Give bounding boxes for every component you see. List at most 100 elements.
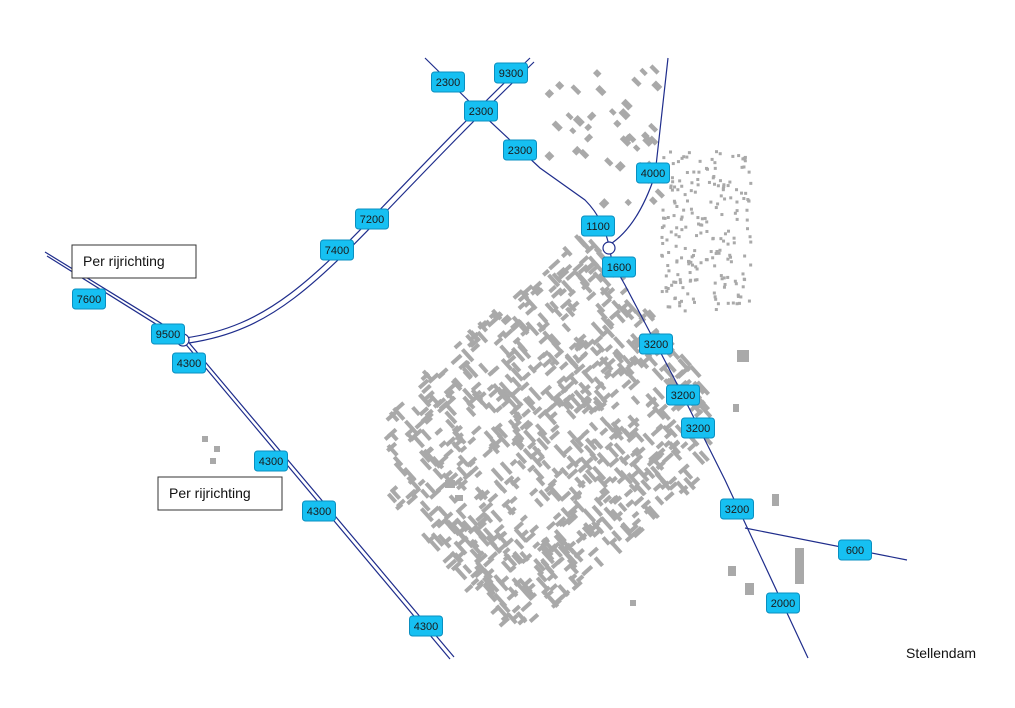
building [513, 538, 525, 550]
building [532, 467, 545, 481]
building [453, 565, 468, 581]
building [624, 365, 635, 376]
building [576, 235, 591, 251]
building [661, 241, 665, 245]
building [425, 412, 434, 420]
building [470, 381, 482, 392]
building [493, 336, 504, 346]
traffic-label-box [151, 323, 185, 345]
building [740, 165, 744, 169]
building [592, 438, 602, 449]
building [693, 249, 697, 253]
traffic-label: 9300 [494, 62, 528, 84]
building [576, 272, 590, 287]
building [716, 184, 720, 188]
traffic-label: 7400 [320, 239, 354, 261]
building [583, 133, 594, 143]
traffic-label: 1600 [602, 256, 636, 278]
building [601, 324, 616, 339]
building [496, 542, 508, 554]
building [523, 421, 534, 431]
building [680, 228, 684, 232]
building [482, 527, 495, 540]
building [721, 188, 725, 192]
building [711, 237, 715, 241]
building [569, 489, 583, 502]
building [722, 276, 726, 280]
building [591, 335, 604, 346]
building [693, 300, 697, 304]
building [470, 342, 481, 353]
traffic-label-value: 9500 [156, 329, 180, 341]
building [631, 76, 642, 87]
building [689, 260, 693, 264]
traffic-label-value: 3200 [671, 390, 695, 402]
building [448, 472, 459, 482]
building [552, 512, 562, 521]
building [603, 371, 613, 380]
building [747, 299, 751, 303]
building [436, 505, 447, 516]
building [470, 577, 480, 587]
building [467, 459, 476, 468]
building [665, 238, 669, 242]
traffic-label-value: 2300 [469, 106, 493, 118]
building [432, 467, 445, 480]
building [735, 302, 739, 306]
building [649, 64, 660, 75]
building [583, 444, 597, 458]
building [599, 427, 609, 437]
building [510, 346, 526, 363]
building [393, 461, 408, 477]
traffic-label-box [494, 62, 528, 84]
building [624, 369, 638, 384]
building [741, 272, 745, 276]
building [745, 583, 754, 595]
building [601, 297, 612, 308]
building [573, 363, 586, 375]
building [741, 285, 745, 289]
building [688, 271, 692, 275]
building [482, 583, 495, 597]
building [686, 292, 690, 296]
place-name: Stellendam [906, 645, 976, 661]
building [522, 397, 537, 412]
building [538, 489, 551, 502]
building [663, 440, 672, 448]
building [582, 473, 593, 485]
building [481, 501, 494, 514]
building [488, 388, 499, 399]
building [392, 455, 404, 467]
building [475, 391, 487, 402]
building [699, 261, 703, 265]
building [605, 317, 615, 328]
building [513, 414, 523, 423]
building [685, 171, 689, 175]
building [580, 397, 594, 412]
building [609, 540, 623, 555]
building [700, 217, 704, 221]
building [652, 482, 663, 492]
building [584, 437, 598, 451]
building [696, 183, 700, 187]
building [456, 465, 468, 478]
building [699, 404, 713, 419]
building [456, 459, 465, 467]
building [595, 302, 606, 314]
building [735, 209, 739, 213]
building [581, 428, 590, 438]
building [569, 127, 577, 135]
building [726, 242, 730, 246]
traffic-label: 2300 [503, 139, 537, 161]
building [669, 186, 673, 190]
building [680, 441, 689, 450]
building [739, 295, 743, 299]
building [576, 339, 589, 351]
building [746, 227, 750, 231]
building [737, 301, 741, 305]
building [525, 306, 535, 316]
building [504, 373, 514, 384]
building [442, 552, 455, 564]
building [695, 380, 711, 396]
